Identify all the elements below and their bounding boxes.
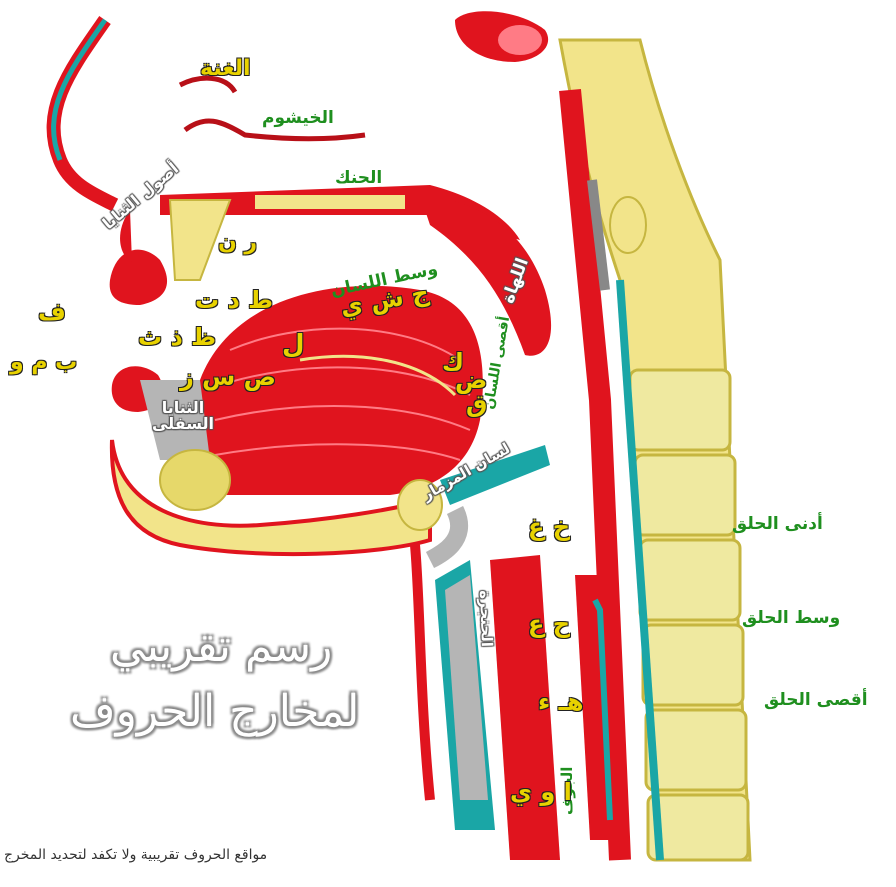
letter-kaf: ك xyxy=(442,350,464,374)
label-adna-halq: أدنى الحلق xyxy=(732,516,823,533)
letter-fa: ف xyxy=(38,300,66,324)
upper-lip xyxy=(110,250,167,305)
title-line1: رسم تقريبي xyxy=(110,625,332,669)
letters-kha-ghayn: خ غ xyxy=(528,515,570,539)
letter-lam: ل xyxy=(282,332,305,358)
label-wasat-halq: وسط الحلق xyxy=(742,610,840,627)
letters-zha-dhal-tha: ظ ذ ث xyxy=(138,325,216,349)
vertebrae xyxy=(630,370,748,860)
label-ghunna: الغنة xyxy=(200,58,251,80)
jaw-bone xyxy=(160,450,230,510)
label-aqsa-halq: أقصى الحلق xyxy=(764,692,868,709)
letters-alif-waw-ya: ا و ي xyxy=(510,780,572,804)
letters-ra-nun: ر ن xyxy=(218,232,257,254)
letters-ta-dal-ta: ط د ت xyxy=(195,288,273,312)
label-thanaya-sufla: الثنايا السفلى xyxy=(138,400,228,432)
letters-ha-hamza: هـ ء xyxy=(538,690,583,714)
title-line2: لمخارج الحروف xyxy=(70,690,359,734)
footnote: مواقع الحروف تقريبية ولا تكفد لتحديد الم… xyxy=(4,848,267,862)
label-khayshum: الخيشوم xyxy=(262,110,334,127)
label-hanak: الحنك xyxy=(335,170,382,187)
letters-sad-sin-zay: ص س ز xyxy=(180,365,276,389)
letters-ha-ayn: ح ع xyxy=(528,612,570,636)
neck-outline xyxy=(415,545,430,800)
letters-ba-mim-waw: ب م و xyxy=(10,352,77,374)
label-hanjara: الحنجرة xyxy=(477,590,494,647)
letter-qaf: ق xyxy=(466,392,487,416)
